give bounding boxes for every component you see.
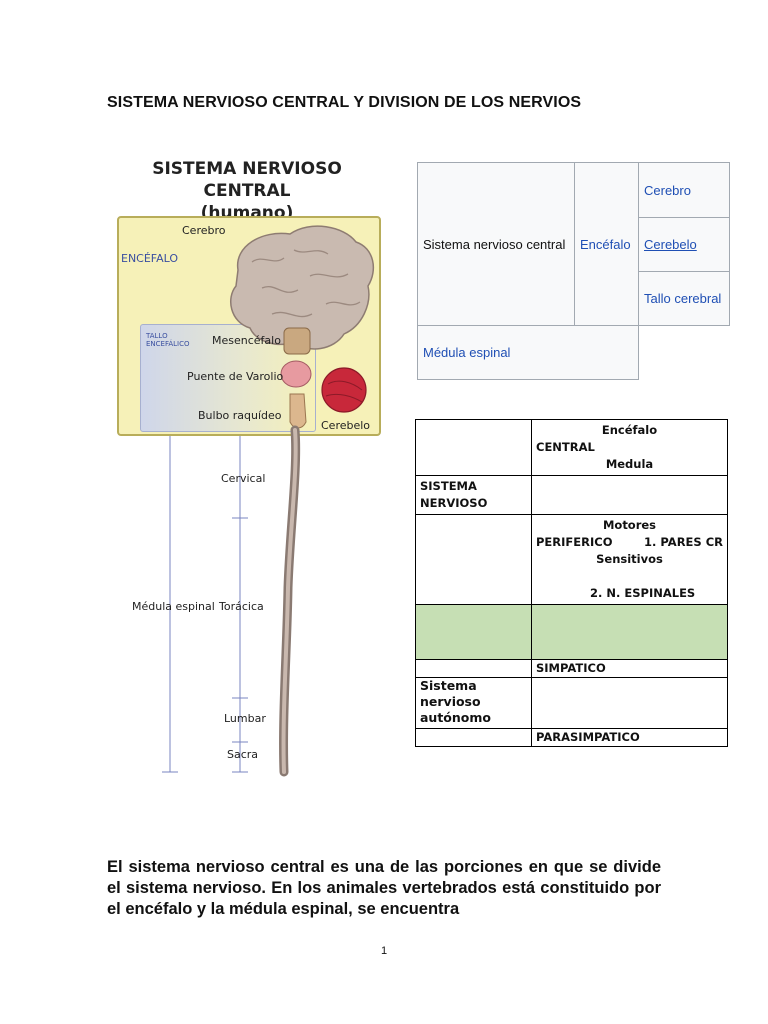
link-encefalo[interactable]: Encéfalo [574, 162, 639, 326]
cell-green [531, 604, 728, 660]
cell-central: Encéfalo CENTRAL Medula [531, 419, 728, 476]
cell-periferico: Motores PERIFERICO 1. PARES CR Sensitivo… [531, 514, 728, 605]
cell-green [415, 604, 532, 660]
cns-classification-table: Sistema nervioso central Encéfalo Cerebr… [417, 162, 730, 380]
cell-empty [415, 728, 532, 747]
cell-empty [415, 659, 532, 678]
label-bulbo: Bulbo raquídeo [198, 409, 282, 422]
cell-empty [415, 514, 532, 605]
link-cerebro[interactable]: Cerebro [638, 162, 730, 218]
cell-sistema-nervioso-autonomo: Sistema nervioso autónomo [415, 677, 532, 729]
link-medula-espinal[interactable]: Médula espinal [417, 325, 639, 380]
link-tallo-cerebral[interactable]: Tallo cerebral [638, 271, 730, 326]
label-toracica: Torácica [219, 600, 264, 613]
body-paragraph: El sistema nervioso central es una de la… [107, 858, 661, 918]
cell-simpatico: SIMPATICO [531, 659, 728, 678]
cell-empty [531, 677, 728, 729]
label-cerebelo: Cerebelo [321, 419, 371, 432]
cell-empty [531, 475, 728, 515]
label-mesencefalo: Mesencéfalo [212, 334, 281, 347]
nervous-system-figure: SISTEMA NERVIOSO CENTRAL (humano) Cerebr… [112, 158, 388, 778]
nervous-division-table: Encéfalo CENTRAL Medula SISTEMA NERVIOSO… [415, 419, 728, 747]
cell-sistema-nervioso-central: Sistema nervioso central [417, 162, 575, 326]
page-title: SISTEMA NERVIOSO CENTRAL Y DIVISION DE L… [107, 94, 582, 111]
cell-empty [415, 419, 532, 476]
label-medula-espinal: Médula espinal [132, 600, 215, 613]
link-cerebelo[interactable]: Cerebelo [638, 217, 730, 272]
label-tallo: TALLO ENCEFÁLICO [146, 332, 190, 348]
page-number: 1 [380, 945, 388, 957]
cell-sistema-nervioso: SISTEMA NERVIOSO [415, 475, 532, 515]
label-encefalo: ENCÉFALO [121, 252, 179, 265]
label-cerebro: Cerebro [182, 224, 226, 237]
brain-spine-illustration [162, 225, 375, 777]
cell-parasimpatico: PARASIMPATICO [531, 728, 728, 747]
label-puente: Puente de Varolio [187, 370, 284, 383]
label-lumbar: Lumbar [224, 712, 266, 725]
label-sacra: Sacra [227, 748, 259, 761]
label-cervical: Cervical [221, 472, 266, 485]
